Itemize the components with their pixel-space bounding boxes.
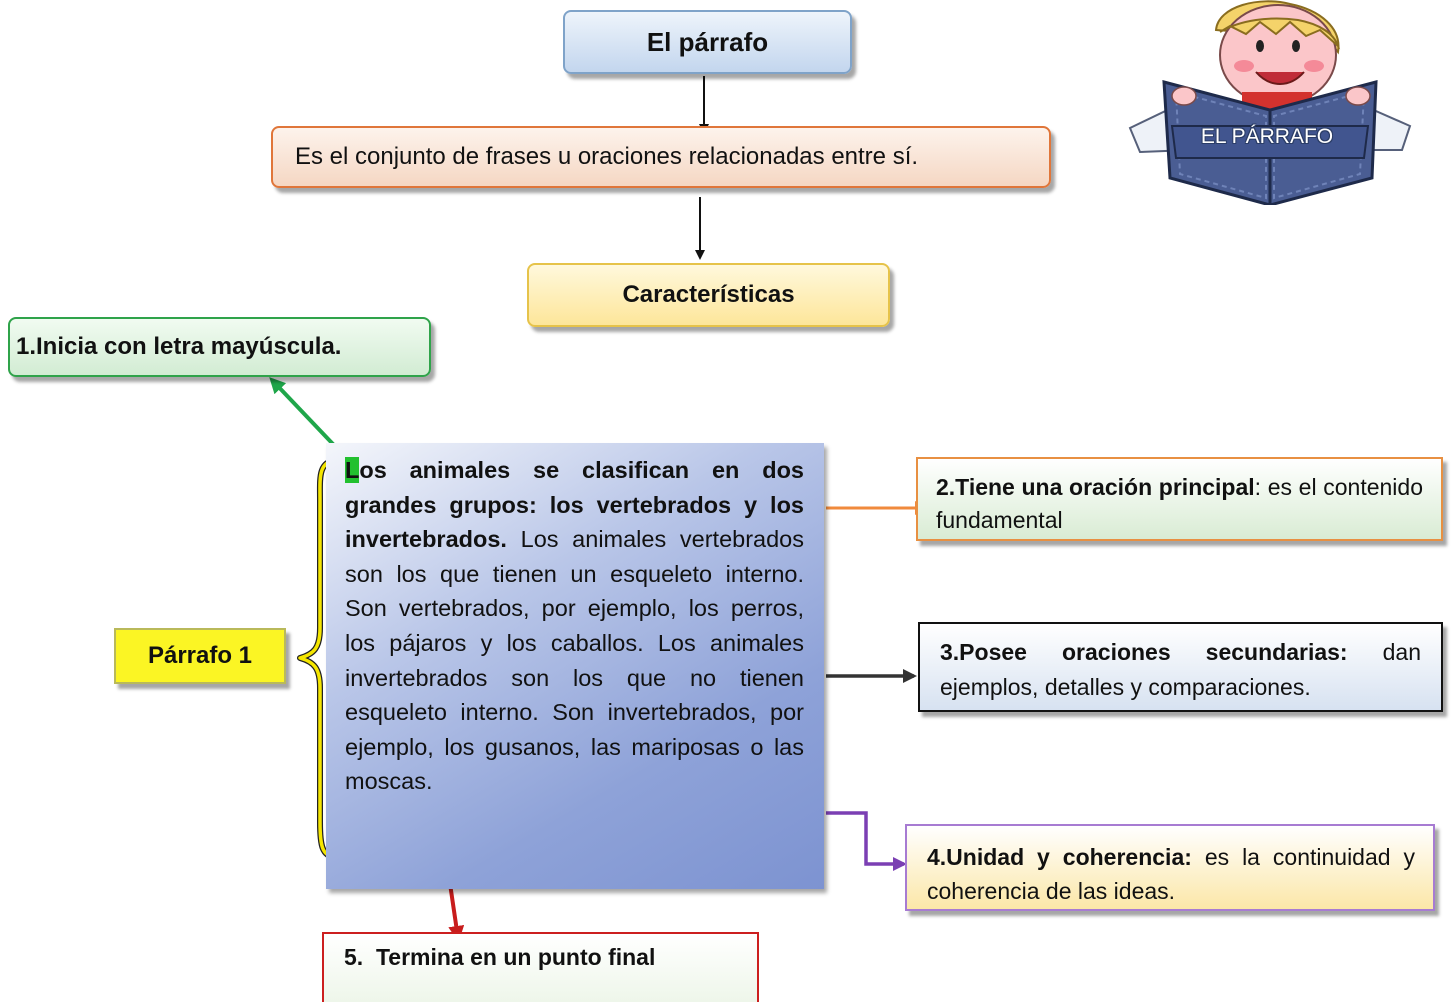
definition-box: Es el conjunto de frases u oraciones rel… (271, 126, 1051, 188)
child-reading-book-icon (1128, 0, 1412, 205)
first-capital-letter: L (345, 457, 360, 483)
sample-paragraph: Los animales se clasifican en dos grande… (326, 443, 824, 889)
title-box: El párrafo (563, 10, 852, 74)
feature-1-box: 1.Inicia con letra mayúscula. (8, 317, 431, 377)
main-sentence: os animales se clasifican en dos grandes… (345, 457, 804, 553)
feature-2-text: : es el contenido fundamental (936, 474, 1423, 533)
characteristics-box: Características (527, 263, 890, 327)
feature-2-title: 2.Tiene una oración principal (936, 474, 1255, 500)
feature-3-box: 3.Posee oraciones secundarias: dan ejemp… (918, 622, 1443, 712)
feature-5-title: 5. Termina en un punto final (344, 944, 656, 970)
feature-3-text: dan ejemplos, detalles y comparaciones. (940, 639, 1422, 700)
feature-4-text: es la continuidad y coherencia de las id… (927, 844, 1415, 904)
feature-2-box: 2.Tiene una oración principal: es el con… (916, 457, 1443, 541)
feature-4-title: 4.Unidad y coherencia: (927, 844, 1192, 870)
paragraph-label: Párrafo 1 (114, 628, 286, 684)
definition-text: Es el conjunto de frases u oraciones rel… (295, 143, 919, 170)
feature-1-title: 1.Inicia con letra mayúscula. (16, 333, 342, 360)
badge-text: EL PÁRRAFO (1200, 125, 1334, 148)
title-text: El párrafo (646, 26, 769, 57)
feature-3-title: 3.Posee oraciones secundarias: (940, 639, 1348, 665)
sample-paragraph-text: Los animales se clasifican en dos grande… (345, 453, 804, 799)
feature-5-box: 5. Termina en un punto final (322, 932, 759, 1002)
paragraph-label-text: Párrafo 1 (147, 642, 253, 669)
characteristics-text: Características (622, 281, 795, 308)
secondary-sentences: Los animales vertebrados son los que tie… (345, 526, 804, 795)
arrow-to-feature-4 (826, 811, 907, 871)
feature-4-box: 4.Unidad y coherencia: es la continuidad… (905, 824, 1435, 911)
